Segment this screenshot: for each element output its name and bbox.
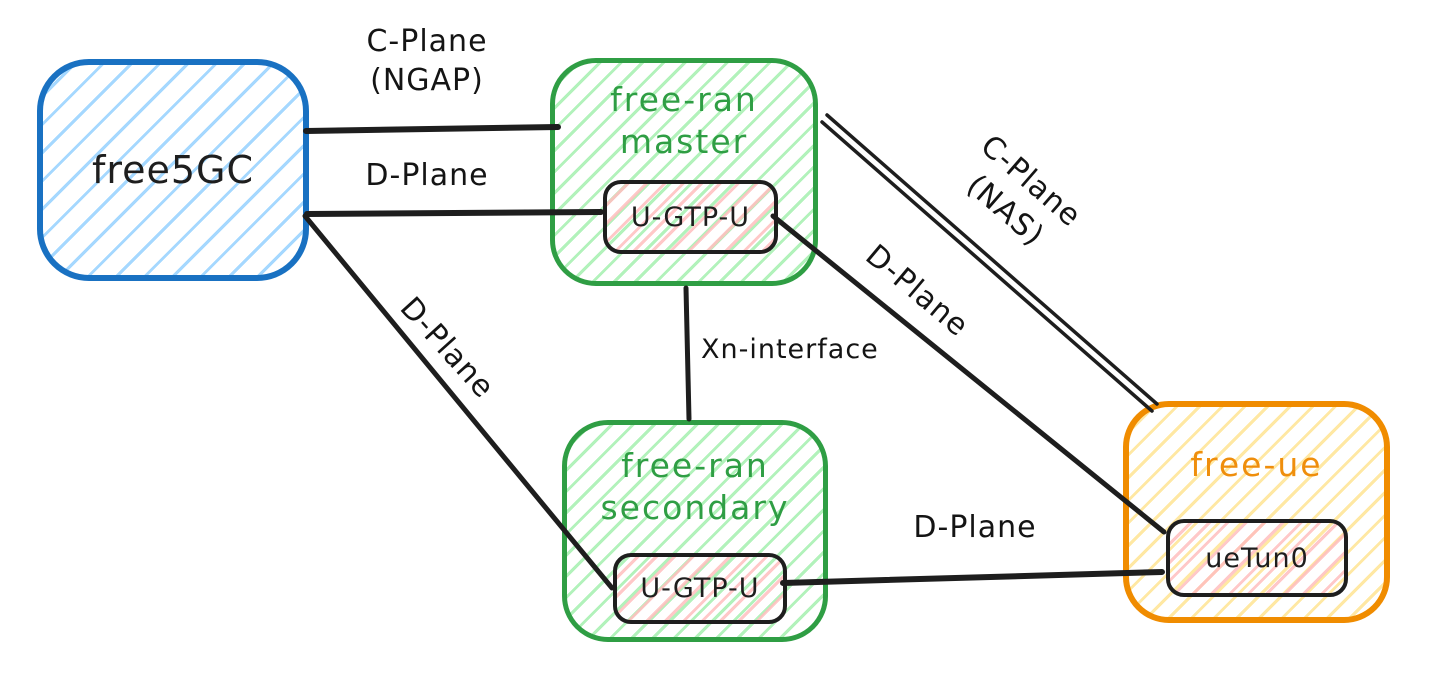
node-free-ran-master-label: free-ran master [610,80,758,162]
edge-xn-interface [683,285,692,422]
edge-label-dplane-master-ue: D-Plane [858,237,976,345]
port-uetun0-label: ueTun0 [1205,542,1309,574]
edge-cplane-ngap [303,124,561,134]
port-secondary-u-gtp-u: U-GTP-U [613,553,787,624]
node-free-ran-secondary-label: free-ran secondary [600,446,790,528]
node-free5gc-label: free5GC [91,148,255,192]
edge-label-cplane-nas: C-Plane (NAS) [959,128,1088,254]
edge-label-dplane-core-master: D-Plane [365,158,489,193]
edge-label-dplane-secondary-ue: D-Plane [913,510,1037,545]
node-free-ue-label: free-ue [1190,445,1323,484]
edge-label-xn-interface: Xn-interface [701,334,879,365]
node-free-ue: free-ue ueTun0 [1123,401,1390,623]
node-free-ran-master: free-ran master U-GTP-U [550,58,818,286]
port-uetun0: ueTun0 [1166,519,1348,597]
node-free-ran-secondary: free-ran secondary U-GTP-U [562,420,828,642]
edge-dplane-secondary-gtpu-to-uetun0 [780,569,1165,586]
port-secondary-u-gtp-u-label: U-GTP-U [640,573,760,604]
edge-label-dplane-core-secondary: D-Plane [392,290,502,406]
edge-dplane-master-gtpu-to-uetun0 [770,213,1167,535]
port-master-u-gtp-u: U-GTP-U [603,180,778,254]
edge-label-cplane-ngap: C-Plane (NGAP) [366,24,488,98]
node-free5gc: free5GC [37,59,309,281]
port-master-u-gtp-u-label: U-GTP-U [630,201,751,233]
